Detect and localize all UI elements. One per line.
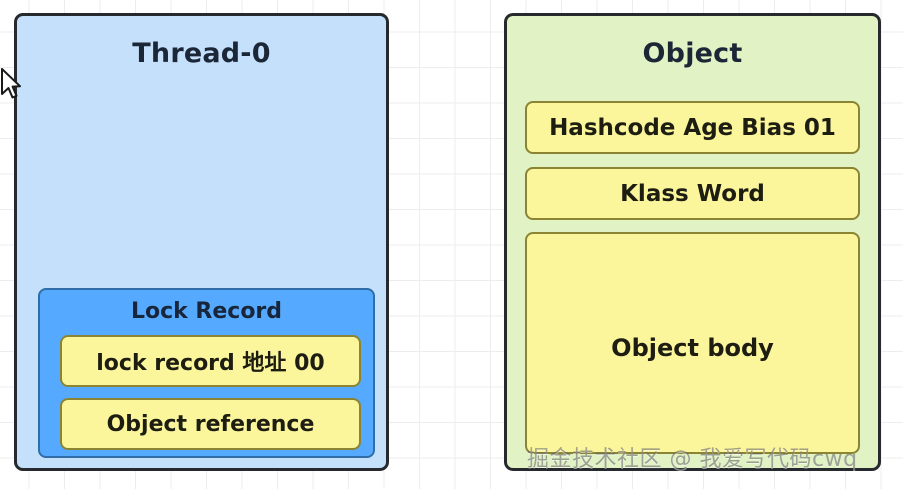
watermark-text: 掘金技术社区 @ 我爱写代码cwq [527,447,858,472]
object-panel[interactable]: Object Hashcode Age Bias 01 Klass Word O… [504,13,881,471]
thread-panel[interactable]: Thread-0 Lock Record lock record 地址 00 O… [14,13,389,471]
lock-record-title: Lock Record [130,299,283,324]
lock-record-group[interactable]: Lock Record lock record 地址 00 Object ref… [38,288,375,458]
lock-record-object-reference-field[interactable]: Object reference [60,398,361,450]
lock-record-address-field[interactable]: lock record 地址 00 [60,335,361,387]
thread-panel-title: Thread-0 [132,38,271,69]
object-klass-word-field[interactable]: Klass Word [525,167,860,220]
object-body-field[interactable]: Object body [525,232,860,454]
object-panel-title: Object [642,38,743,69]
object-mark-word-field[interactable]: Hashcode Age Bias 01 [525,101,860,154]
